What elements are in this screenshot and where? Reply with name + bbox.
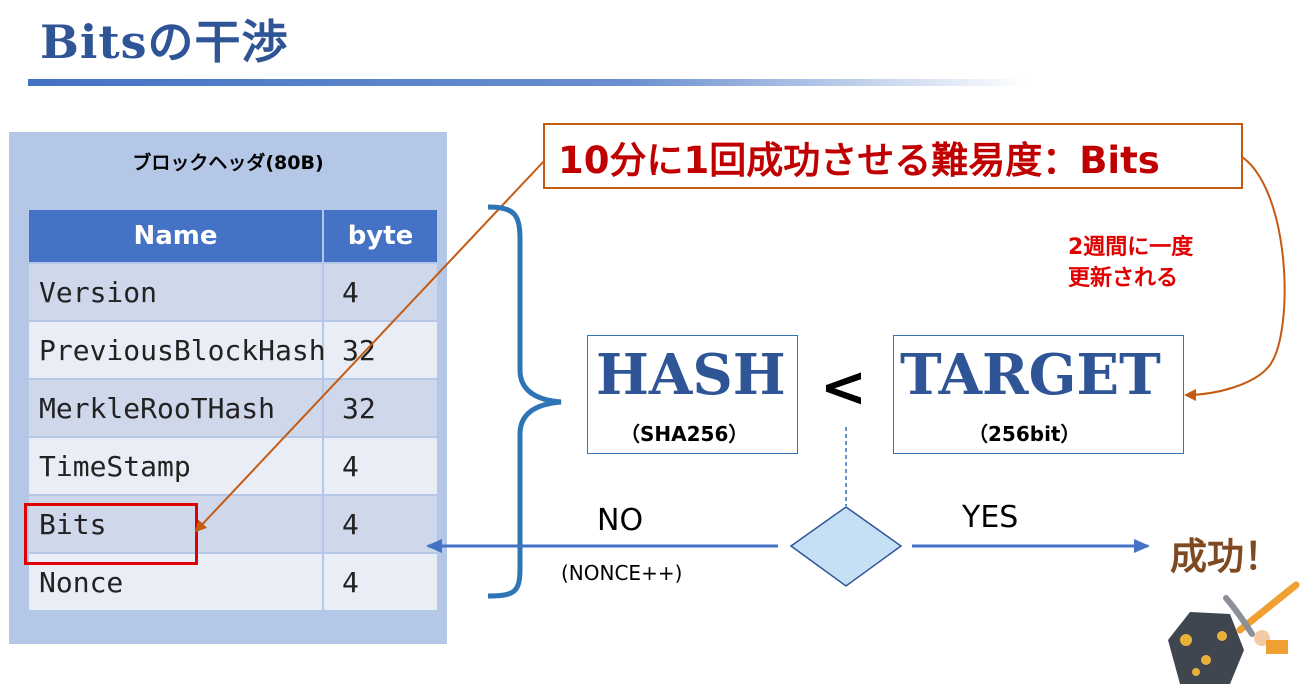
table-row: PreviousBlockHash 32 [29, 322, 437, 378]
row-byte: 32 [324, 322, 437, 378]
row-byte: 4 [324, 554, 437, 610]
update-note-line-1: 2週間に一度 [1068, 235, 1194, 260]
no-label: NO [597, 503, 644, 538]
update-note-line-2: 更新される [1068, 266, 1179, 291]
table-header-row: Name byte [29, 210, 437, 262]
target-sublabel: （256bit） [968, 422, 1081, 446]
row-byte: 4 [324, 264, 437, 320]
block-header-caption: ブロックヘッダ(80B) [132, 152, 324, 174]
less-than-symbol: < [820, 355, 867, 420]
decision-diamond [789, 506, 903, 587]
hash-sublabel: （SHA256） [620, 422, 749, 446]
target-box [893, 335, 1184, 454]
target-label: TARGET [900, 342, 1161, 408]
mining-pickaxe-icon [1168, 581, 1300, 684]
update-note: 2週間に一度 更新される [1068, 232, 1193, 294]
row-name: PreviousBlockHash [29, 322, 326, 378]
page-title: Bitsの干渉 [40, 15, 289, 69]
difficulty-to-bits-arrow [194, 159, 546, 533]
table-row: TimeStamp 4 [29, 438, 437, 494]
row-name: Version [29, 264, 322, 320]
header-brace [487, 204, 562, 599]
row-name: TimeStamp [29, 438, 322, 494]
table-row: MerkleRooTHash 32 [29, 380, 437, 436]
nonce-increment-label: (NONCE++) [561, 561, 683, 585]
title-underline [28, 79, 1028, 86]
success-label: 成功！ [1170, 535, 1281, 578]
column-header-byte: byte [324, 210, 437, 262]
row-byte: 32 [324, 380, 437, 436]
row-byte: 4 [324, 496, 437, 552]
row-name: MerkleRooTHash [29, 380, 322, 436]
yes-label: YES [962, 500, 1019, 535]
row-byte: 4 [324, 438, 437, 494]
column-header-name: Name [29, 210, 322, 262]
block-header-table: Name byte Version 4 PreviousBlockHash 32… [27, 208, 439, 612]
table-row: Version 4 [29, 264, 437, 320]
hash-label: HASH [596, 342, 786, 408]
bits-highlight-box [24, 503, 198, 565]
difficulty-to-target-arrow [1184, 154, 1286, 401]
difficulty-label: 10分に1回成功させる難易度：Bits [558, 139, 1160, 182]
hash-box [587, 335, 798, 454]
difficulty-callout [543, 123, 1243, 189]
